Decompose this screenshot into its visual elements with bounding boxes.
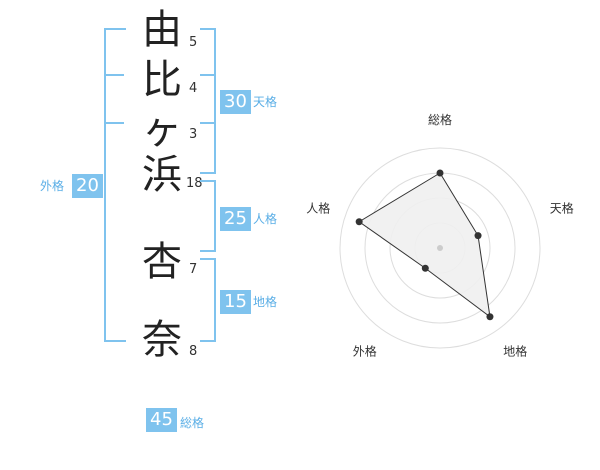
soukaku-value: 45 (146, 408, 177, 432)
stroke-count-4: 18 (186, 176, 203, 191)
gaikaku-value: 20 (72, 174, 103, 198)
stroke-count-3: 3 (189, 127, 198, 142)
name-char-5: 杏 (142, 239, 182, 285)
chikaku-bracket (200, 258, 216, 342)
bracket-tick-3 (200, 74, 214, 76)
bracket-tick-2 (104, 122, 124, 124)
name-char-2: 比 (142, 57, 182, 103)
radar-axis-label: 天格 (550, 200, 574, 215)
stroke-count-6: 8 (189, 344, 198, 359)
gaikaku-label: 外格 (40, 179, 65, 193)
stroke-count-2: 4 (189, 81, 198, 96)
radar-data (355, 169, 494, 321)
radar-center-dot (437, 245, 443, 251)
radar-polygon (358, 172, 491, 318)
radar-point (421, 264, 429, 272)
jinkaku-bracket (200, 180, 216, 252)
tenkaku-bracket (200, 28, 216, 174)
radar-axis-label: 外格 (353, 344, 377, 359)
radar-point (436, 169, 444, 177)
name-char-3: ヶ (142, 107, 182, 153)
name-char-1: 由 (142, 7, 182, 53)
radar-ring (364, 172, 516, 324)
radar-point (355, 218, 363, 226)
stroke-count-1: 5 (189, 35, 198, 50)
radar-point (486, 313, 494, 321)
radar-axis-label: 総格 (428, 112, 452, 127)
jinkaku-label: 人格 (253, 212, 278, 226)
radar-ring (414, 222, 466, 274)
gaikaku-bracket (104, 28, 126, 342)
bracket-tick-1 (104, 74, 124, 76)
tenkaku-label: 天格 (253, 95, 278, 109)
bracket-tick-4 (200, 122, 214, 124)
radar-axis-label: 人格 (306, 200, 330, 215)
tenkaku-value: 30 (220, 90, 251, 114)
name-char-4: 浜 (142, 152, 182, 198)
chikaku-label: 地格 (253, 295, 278, 309)
jinkaku-value: 25 (220, 207, 251, 231)
name-char-6: 奈 (142, 317, 182, 363)
chikaku-value: 15 (220, 290, 251, 314)
radar-grid (339, 147, 541, 349)
radar-axis-label: 地格 (503, 344, 527, 359)
radar-ring (389, 197, 491, 299)
radar-point (474, 232, 482, 240)
radar-ring (339, 147, 541, 349)
stroke-count-5: 7 (189, 262, 198, 277)
soukaku-label: 総格 (180, 416, 205, 430)
